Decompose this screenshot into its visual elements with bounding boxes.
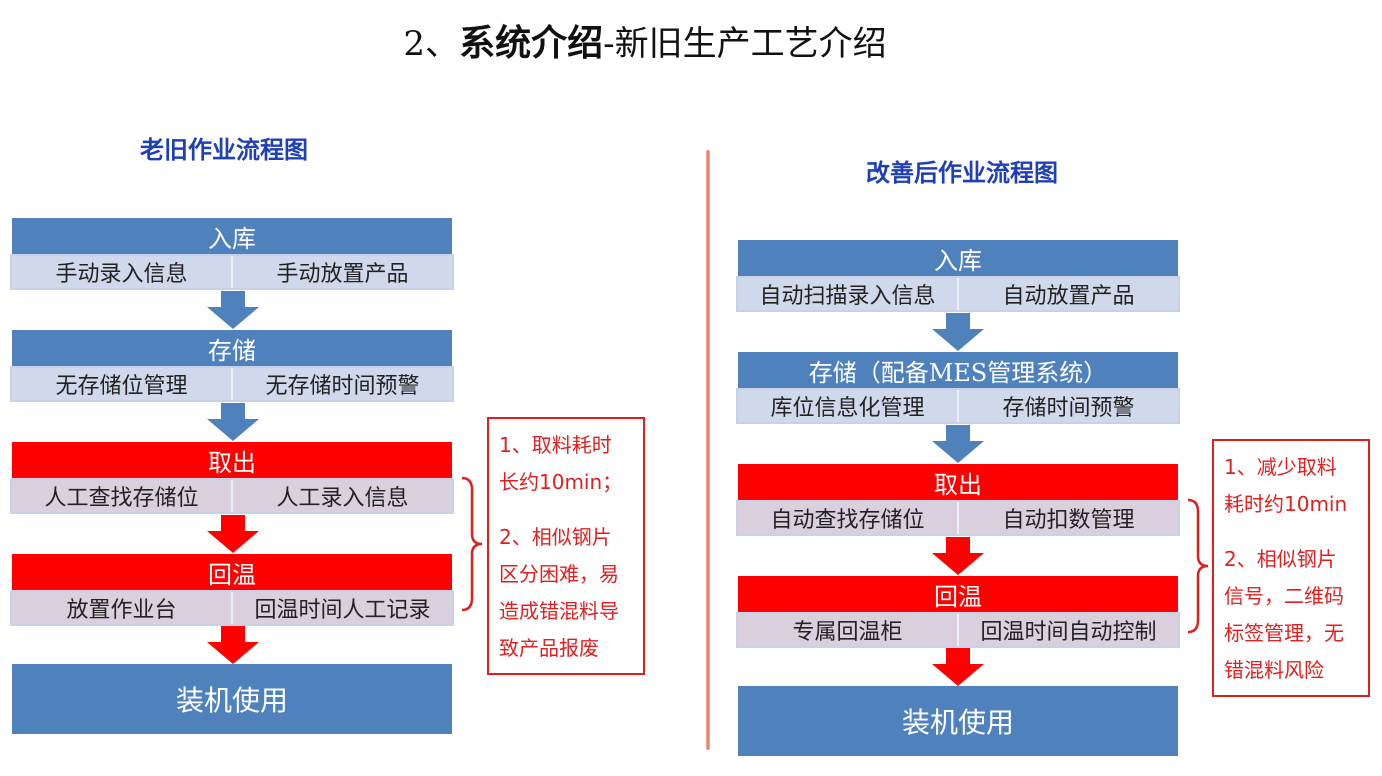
left-heading: 老旧作业流程图	[140, 135, 308, 164]
right-step-1-row: 自动扫描录入信息 自动放置产品	[736, 276, 1180, 312]
right-step-1-header: 入库	[738, 240, 1178, 276]
right-note-line-6: 错混料风险	[1224, 658, 1324, 682]
left-step-2-item-2: 无存储时间预警	[231, 368, 452, 400]
right-step-4-item-1: 专属回温柜	[792, 620, 903, 645]
down-arrow-icon	[207, 403, 259, 441]
left-note-line-5: 造成错混料导	[499, 599, 619, 623]
page-title: 2、系统介绍-新旧生产工艺介绍	[0, 14, 1290, 66]
right-note: 1、减少取料 耗时约10min 2、相似钢片 信号，二维码 标签管理，无 错混料…	[1212, 439, 1370, 697]
left-step-2-row: 无存储位管理 无存储时间预警	[10, 366, 454, 402]
right-step-2-header: 存储（配备MES管理系统）	[738, 352, 1178, 388]
right-step-1-item-1: 自动扫描录入信息	[759, 284, 936, 309]
right-step-4-item-2: 回温时间自动控制	[957, 614, 1178, 646]
right-note-line-4: 信号，二维码	[1224, 584, 1344, 608]
left-step-1-item-2: 手动放置产品	[231, 256, 452, 288]
right-note-line-2: 耗时约10min	[1224, 492, 1348, 516]
right-step-4-header: 回温	[738, 576, 1178, 612]
right-note-line-3: 2、相似钢片	[1224, 547, 1337, 571]
left-step-4-header: 回温	[12, 554, 452, 590]
left-note-line-1: 1、取料耗时	[499, 433, 612, 457]
left-note-line-2: 长约10min；	[499, 470, 623, 494]
left-final-step: 装机使用	[12, 664, 452, 734]
right-step-3-item-1: 自动查找存储位	[770, 508, 925, 533]
left-step-4-row: 放置作业台 回温时间人工记录	[10, 590, 454, 626]
down-arrow-icon	[932, 648, 984, 686]
right-step-1-item-2: 自动放置产品	[957, 278, 1178, 310]
left-step-1-row: 手动录入信息 手动放置产品	[10, 254, 454, 290]
down-arrow-icon	[932, 313, 984, 351]
left-note: 1、取料耗时 长约10min； 2、相似钢片 区分困难，易 造成错混料导 致产品…	[487, 417, 645, 675]
left-step-3-item-1: 人工查找存储位	[44, 486, 199, 511]
left-step-4-item-1: 放置作业台	[66, 598, 177, 623]
left-step-3-header: 取出	[12, 442, 452, 478]
left-note-line-6: 致产品报废	[499, 636, 599, 660]
down-arrow-icon	[932, 425, 984, 463]
center-divider	[706, 150, 710, 750]
brace-icon	[461, 476, 483, 612]
left-step-2-item-1: 无存储位管理	[55, 374, 188, 399]
title-main: 系统介绍	[459, 23, 604, 64]
title-suffix: -新旧生产工艺介绍	[603, 24, 887, 64]
down-arrow-icon	[207, 291, 259, 329]
down-arrow-icon	[932, 537, 984, 575]
down-arrow-icon	[207, 626, 259, 664]
brace-icon	[1187, 498, 1209, 634]
right-note-line-5: 标签管理，无	[1224, 621, 1344, 645]
right-step-4-row: 专属回温柜 回温时间自动控制	[736, 612, 1180, 648]
left-note-line-3: 2、相似钢片	[499, 525, 612, 549]
left-step-1-header: 入库	[12, 218, 452, 254]
right-note-line-1: 1、减少取料	[1224, 455, 1337, 479]
right-final-step: 装机使用	[738, 686, 1178, 756]
right-step-2-row: 库位信息化管理 存储时间预警	[736, 388, 1180, 424]
left-step-1-item-1: 手动录入信息	[55, 262, 188, 287]
left-note-line-4: 区分困难，易	[499, 562, 619, 586]
left-step-4-item-2: 回温时间人工记录	[231, 592, 452, 624]
right-step-2-item-1: 库位信息化管理	[770, 396, 925, 421]
right-step-3-header: 取出	[738, 464, 1178, 500]
down-arrow-icon	[207, 515, 259, 553]
right-step-3-item-2: 自动扣数管理	[957, 502, 1178, 534]
title-prefix: 2、	[403, 24, 460, 64]
right-step-3-row: 自动查找存储位 自动扣数管理	[736, 500, 1180, 536]
left-step-2-header: 存储	[12, 330, 452, 366]
right-step-2-item-2: 存储时间预警	[957, 390, 1178, 422]
left-step-3-row: 人工查找存储位 人工录入信息	[10, 478, 454, 514]
right-heading: 改善后作业流程图	[866, 158, 1058, 187]
left-step-3-item-2: 人工录入信息	[231, 480, 452, 512]
